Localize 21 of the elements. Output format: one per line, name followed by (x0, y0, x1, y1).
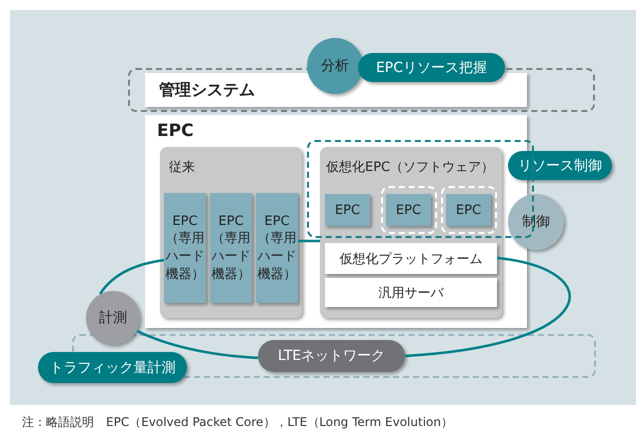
network-line (99, 258, 164, 295)
resource-status-pill: EPCリソース把握 (358, 53, 505, 82)
network-line (404, 256, 571, 358)
heading: 従来 (169, 159, 195, 176)
epc-box: EPC (325, 194, 370, 226)
dedicated-epc-box: EPC（専用ハード機器） (164, 193, 206, 303)
server-box: 汎用サーバ (325, 278, 497, 307)
dedicated-epc-box: EPC（専用ハード機器） (210, 193, 252, 303)
platform-box: 仮想化プラットフォーム (325, 243, 497, 274)
caption: 注：略語説明 EPC（Evolved Packet Core），LTE（Long Term Evolution） (22, 414, 453, 431)
network-line (298, 240, 320, 242)
heading: EPC (157, 121, 194, 141)
epc-box: EPC (386, 194, 431, 226)
epc-box: EPC (446, 194, 491, 226)
resource-control-pill: リソース制御 (508, 151, 612, 180)
heading: 仮想化EPC（ソフトウェア） (326, 159, 494, 176)
traffic-measurement-pill: トラフィック量計測 (38, 352, 187, 383)
dedicated-epc-box: EPC（専用ハード機器） (256, 193, 298, 303)
virtual-epc-panel (320, 147, 502, 318)
lte-network-pill: LTEネットワーク (258, 340, 405, 372)
legacy-group-panel (160, 147, 302, 318)
